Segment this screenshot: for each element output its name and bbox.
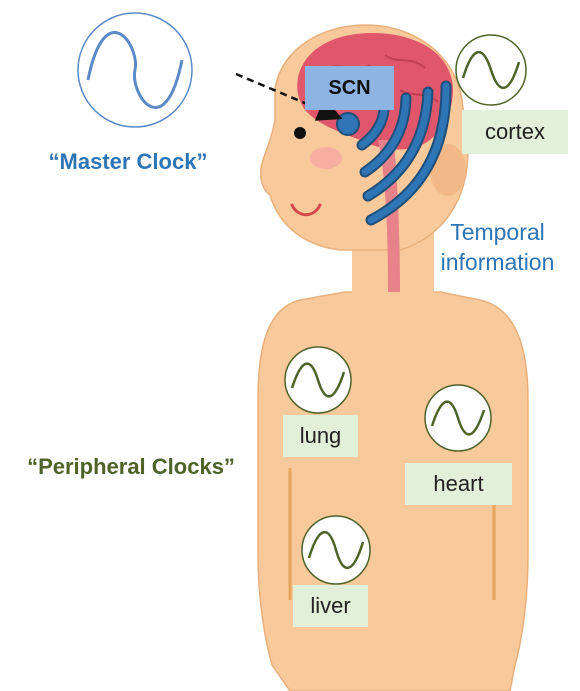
master-clock-icon <box>78 13 192 127</box>
temporal-information-label: Temporal information <box>420 214 575 280</box>
temporal-line-1: Temporal <box>450 217 545 247</box>
master-clock-label: “Master Clock” <box>28 148 228 176</box>
scn-label: SCN <box>305 66 394 110</box>
temporal-line-2: information <box>441 247 555 277</box>
cheek <box>310 147 342 169</box>
heart-clock-icon <box>425 385 491 451</box>
lung-label: lung <box>283 415 358 457</box>
peripheral-clocks-label: “Peripheral Clocks” <box>6 452 256 482</box>
liver-label: liver <box>293 585 368 627</box>
eye <box>294 127 306 139</box>
liver-clock-icon <box>302 516 370 584</box>
scn-dot <box>337 113 359 135</box>
cortex-clock-icon <box>456 35 526 105</box>
heart-label: heart <box>405 463 512 505</box>
cortex-label: cortex <box>462 110 568 154</box>
lung-clock-icon <box>285 347 351 413</box>
